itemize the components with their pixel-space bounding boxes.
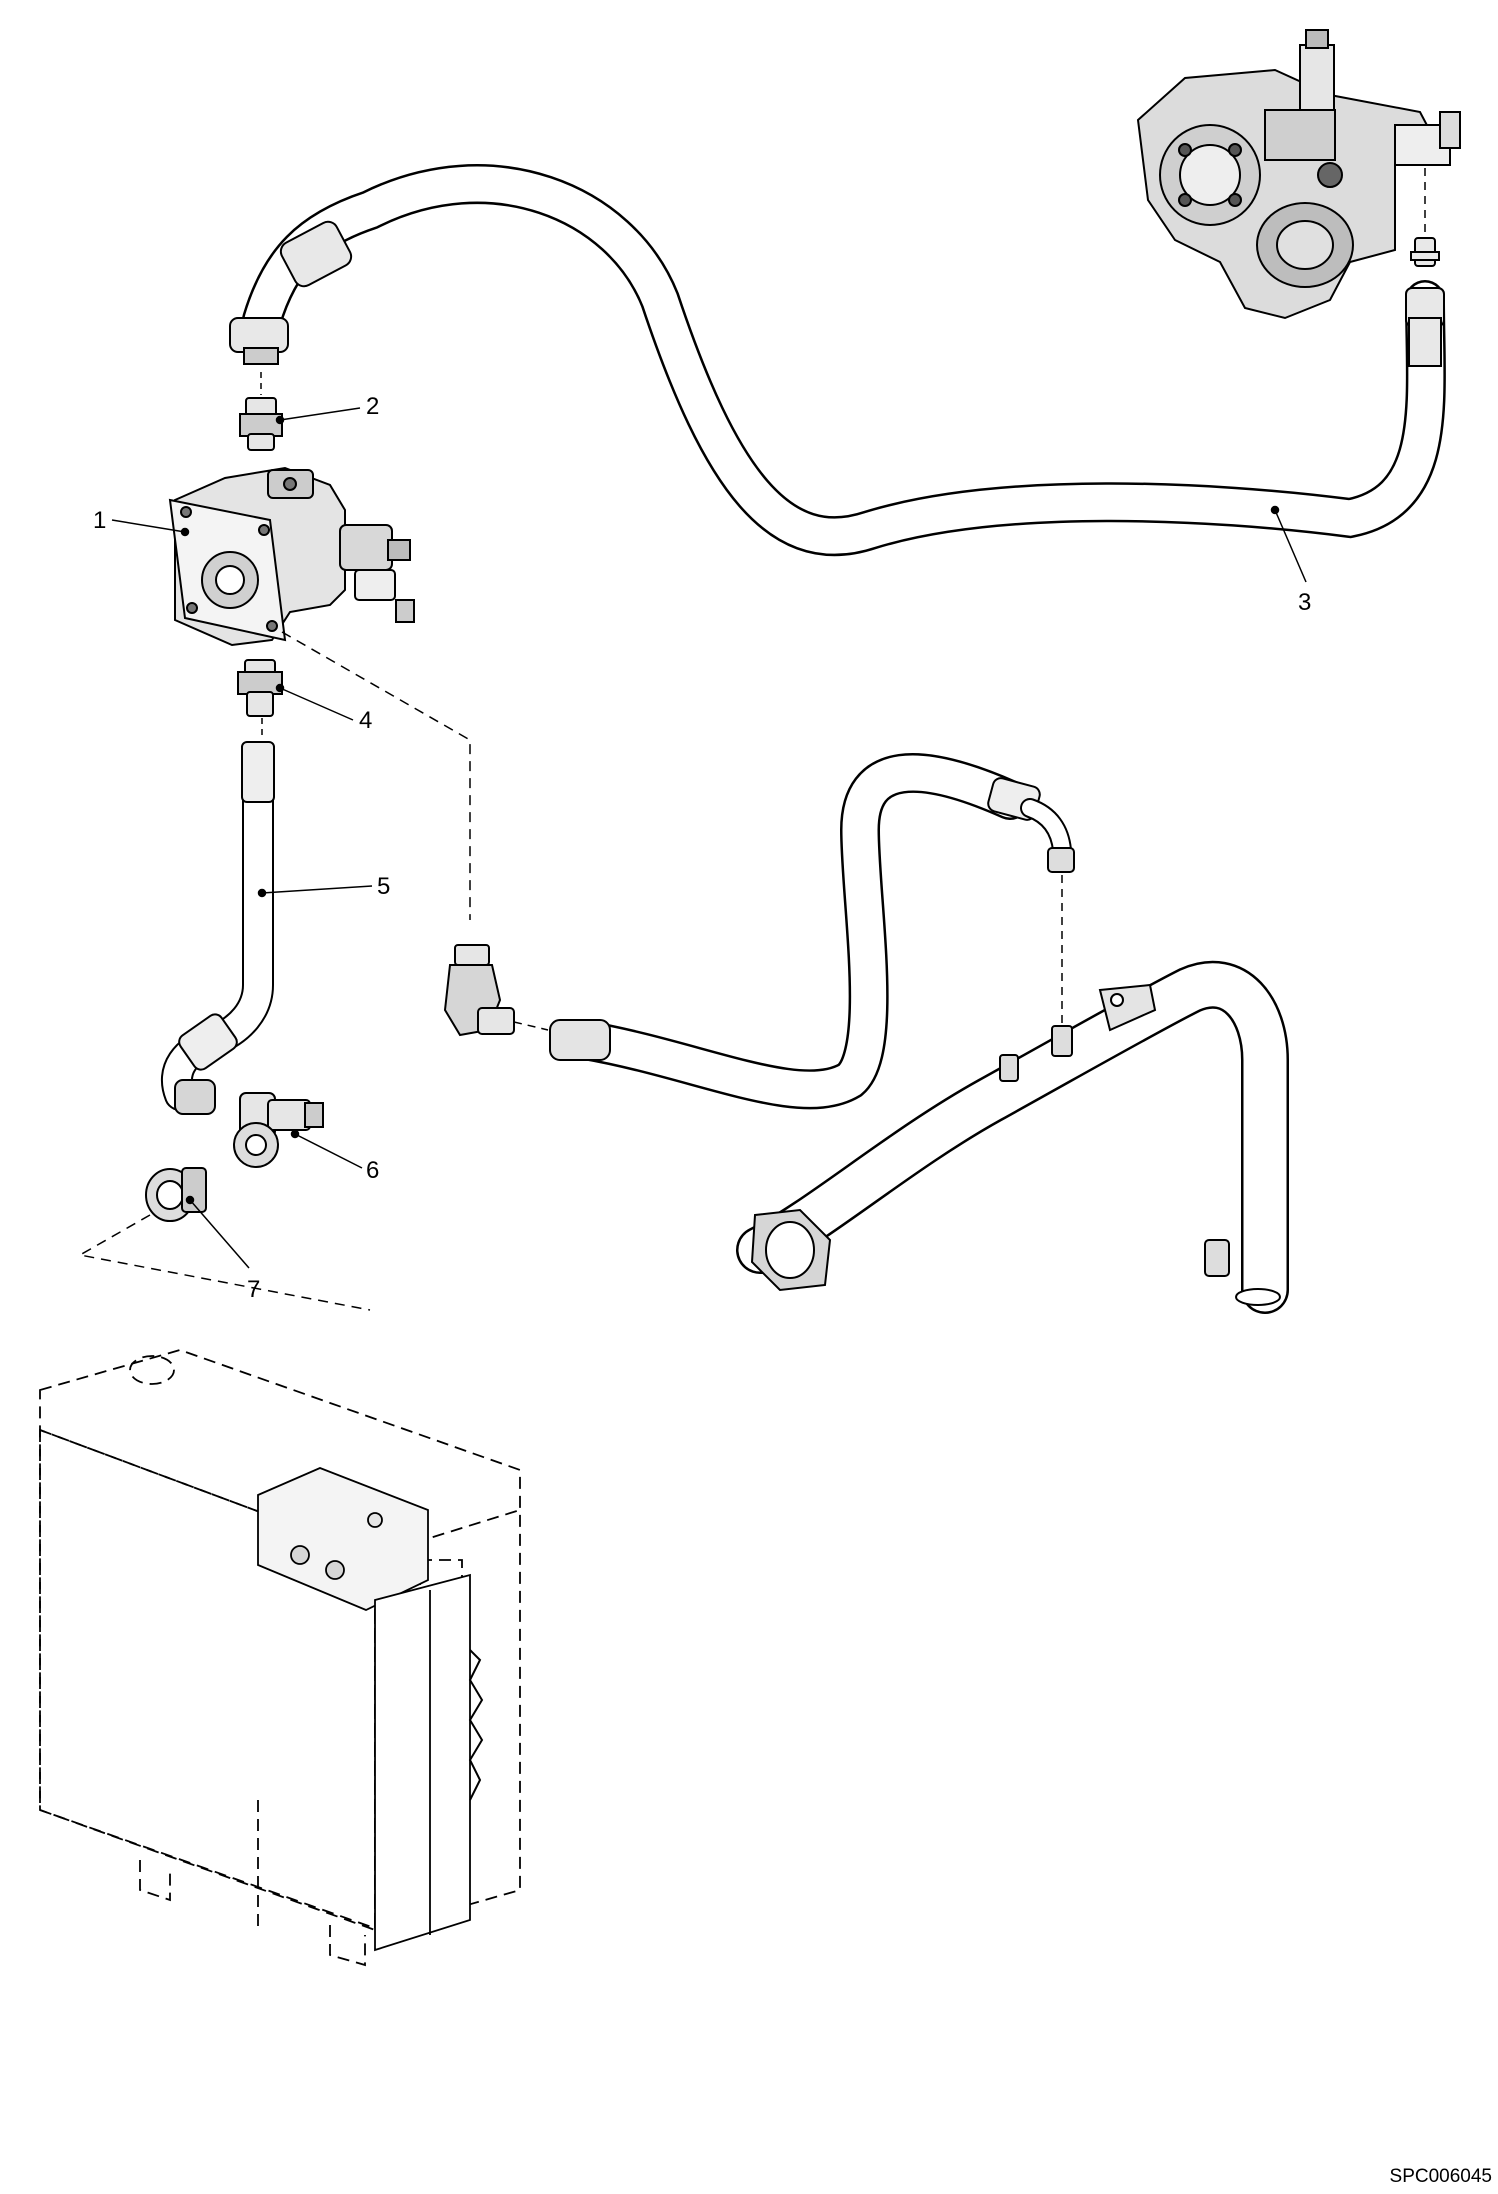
cooler-manifold (257, 1467, 429, 1611)
elbow-to-hose-dashed-line (513, 1021, 549, 1031)
callout-7: 7 (247, 1276, 260, 1303)
callout-5: 5 (377, 873, 390, 900)
cooler-core (374, 1573, 484, 1952)
hose-3-end-fitting-motor (229, 220, 353, 365)
fitting-4 (237, 659, 283, 717)
callout-4: 4 (359, 707, 372, 734)
drawing-id: SPC006045 (1389, 2166, 1492, 2187)
callout-1: 1 (93, 507, 106, 534)
adapter-to-cooler-dashed-line (77, 1214, 371, 1311)
hose-3-end-fitting-pump (1405, 287, 1445, 367)
hydraulic-motor-1 (168, 466, 415, 647)
callout-3: 3 (1298, 589, 1311, 616)
hose-5 (160, 741, 275, 1115)
hose-3 (242, 164, 1446, 557)
leader-lines (111, 407, 1307, 1269)
return-hose (549, 752, 1075, 1110)
hydraulic-pump (1136, 29, 1461, 320)
elbow-fitting (443, 944, 515, 1037)
motor-to-elbow-dashed-line (281, 631, 471, 920)
tee-fitting-6 (233, 1092, 324, 1168)
adapter-7 (145, 1167, 207, 1222)
pump-fitting (1410, 237, 1440, 267)
callout-2: 2 (366, 393, 379, 420)
callout-6: 6 (366, 1157, 379, 1184)
steel-pipe (736, 960, 1289, 1314)
adapter-2 (239, 397, 283, 451)
